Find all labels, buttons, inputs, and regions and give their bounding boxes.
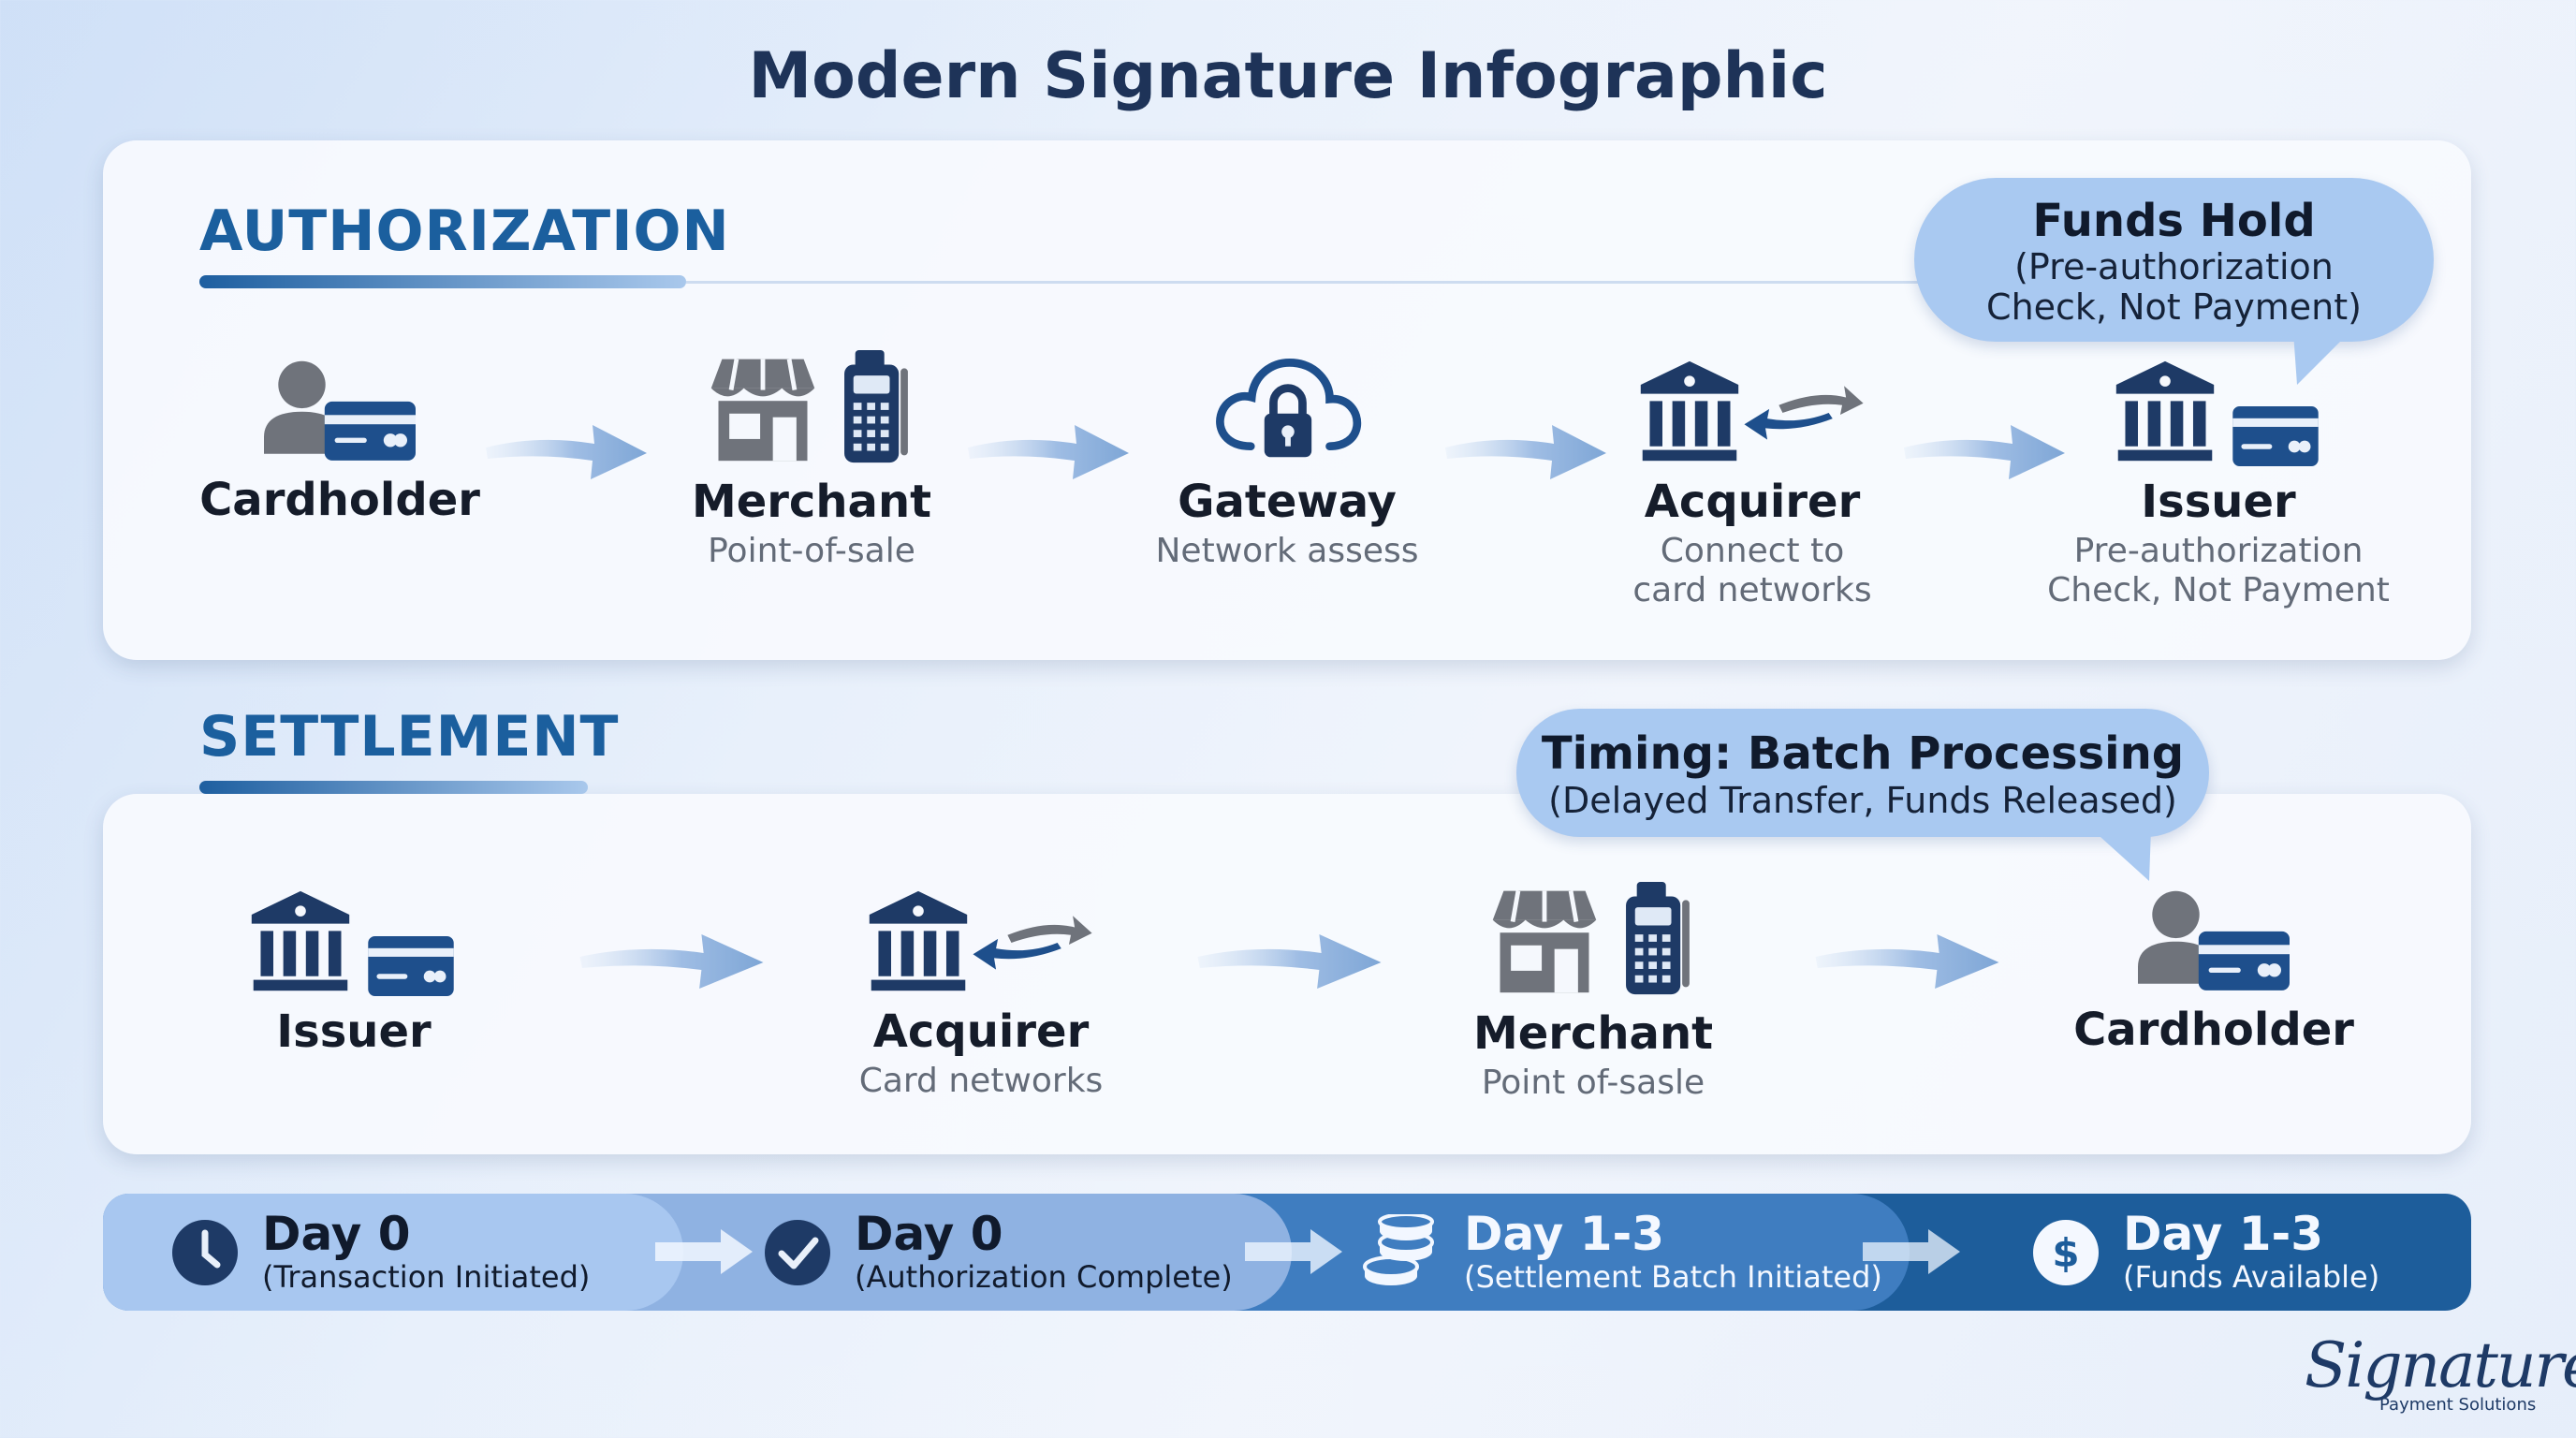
logo-tagline: Payment Solutions — [2379, 1395, 2537, 1415]
timeline-label: Day 0 — [262, 1207, 411, 1261]
store-terminal-icon — [704, 349, 908, 466]
callout-title: Funds Hold — [2032, 195, 2316, 247]
person-card-icon — [256, 354, 424, 464]
settle-node-sub: Point of-sasle — [1481, 1064, 1705, 1102]
settle-node-name: Merchant — [1472, 1007, 1714, 1060]
timing-callout: Timing: Batch Processing (Delayed Transf… — [1516, 709, 2209, 837]
flow-arrow — [1811, 921, 2003, 996]
settle-node-name: Cardholder — [2073, 1004, 2354, 1056]
timeline-item-3: Day 1-3 (Settlement Batch Initiated) — [1359, 1194, 1883, 1311]
auth-node-acquirer: Acquirer Connect to card networks — [1546, 358, 1958, 610]
timeline-item-1: Day 0 (Transaction Initiated) — [170, 1194, 695, 1311]
bank-arrows-icon — [1640, 360, 1864, 462]
settle-node-name: Issuer — [276, 1005, 432, 1058]
settlement-panel — [103, 794, 2471, 1154]
settlement-underline — [199, 781, 588, 794]
timeline-sub: (Transaction Initiated) — [262, 1259, 591, 1295]
callout-tail — [2091, 829, 2151, 881]
settle-node-issuer: Issuer — [148, 888, 560, 1062]
flow-arrow — [576, 921, 768, 996]
cloud-lock-icon — [1208, 348, 1367, 466]
settle-node-name: Acquirer — [872, 1005, 1090, 1058]
auth-node-cardholder: Cardholder — [134, 354, 546, 530]
callout-tail — [2293, 332, 2349, 385]
person-card-icon — [2130, 884, 2298, 994]
page-title: Modern Signature Infographic — [748, 39, 1828, 113]
timeline-sub: (Settlement Batch Initiated) — [1464, 1259, 1882, 1295]
svg-text:$: $ — [2052, 1230, 2079, 1276]
auth-node-gateway: Gateway Network assess — [1081, 348, 1493, 571]
timeline-sub: (Funds Available) — [2123, 1259, 2380, 1295]
timeline-label: Day 0 — [855, 1207, 1003, 1261]
auth-node-sub: Pre-authorization Check, Not Payment — [2047, 532, 2390, 609]
auth-node-sub: Connect to card networks — [1632, 532, 1872, 609]
auth-node-name: Cardholder — [199, 474, 480, 526]
dollar-circle-icon: $ — [2033, 1220, 2099, 1285]
auth-node-issuer: Issuer Pre-authorization Check, Not Paym… — [2012, 358, 2424, 610]
authorization-heading: AUTHORIZATION — [199, 198, 730, 264]
auth-node-name: Merchant — [691, 476, 932, 528]
timeline-item-2: Day 0 (Authorization Complete) — [763, 1194, 1287, 1311]
settle-node-merchant: Merchant Point of-sasle — [1387, 880, 1799, 1103]
timeline-chevron — [1863, 1229, 1960, 1274]
settlement-heading: SETTLEMENT — [199, 704, 620, 770]
authorization-underline — [199, 275, 686, 288]
funds-hold-callout: Funds Hold (Pre-authorization Check, Not… — [1914, 178, 2434, 342]
auth-node-sub: Network assess — [1155, 532, 1419, 570]
callout-title: Timing: Batch Processing — [1541, 727, 2185, 780]
timeline-chevron — [655, 1229, 753, 1274]
check-circle-icon — [765, 1220, 830, 1285]
timeline-chevron — [1245, 1229, 1342, 1274]
callout-text: (Delayed Transfer, Funds Released) — [1548, 780, 2177, 821]
auth-node-merchant: Merchant Point-of-sale — [606, 348, 1017, 571]
settle-node-cardholder: Cardholder — [2008, 884, 2420, 1060]
flow-arrow — [1193, 921, 1385, 996]
timeline-label: Day 1-3 — [1464, 1207, 1665, 1261]
auth-node-name: Gateway — [1178, 476, 1397, 528]
clock-icon — [172, 1220, 238, 1285]
timeline-label: Day 1-3 — [2123, 1207, 2324, 1261]
settle-node-sub: Card networks — [858, 1062, 1104, 1100]
auth-node-name: Acquirer — [1644, 476, 1861, 528]
logo-wordmark: Signature — [2305, 1329, 2576, 1401]
callout-text: (Pre-authorization Check, Not Payment) — [1986, 246, 2362, 328]
timeline-sub: (Authorization Complete) — [855, 1259, 1233, 1295]
coins-icon — [1363, 1214, 1434, 1285]
store-terminal-icon — [1486, 881, 1690, 998]
authorization-divider — [686, 281, 1931, 284]
auth-node-name: Issuer — [2141, 476, 2296, 528]
settle-node-acquirer: Acquirer Card networks — [775, 888, 1187, 1101]
timeline-item-4: $ Day 1-3 (Funds Available) — [2031, 1194, 2452, 1311]
auth-node-sub: Point-of-sale — [708, 532, 915, 570]
brand-logo: Signature Payment Solutions — [2293, 1329, 2576, 1423]
bank-card-icon — [251, 890, 454, 996]
timeline-bar: Day 0 (Transaction Initiated) Day 0 (Aut… — [103, 1194, 2471, 1311]
bank-arrows-icon — [869, 890, 1092, 991]
